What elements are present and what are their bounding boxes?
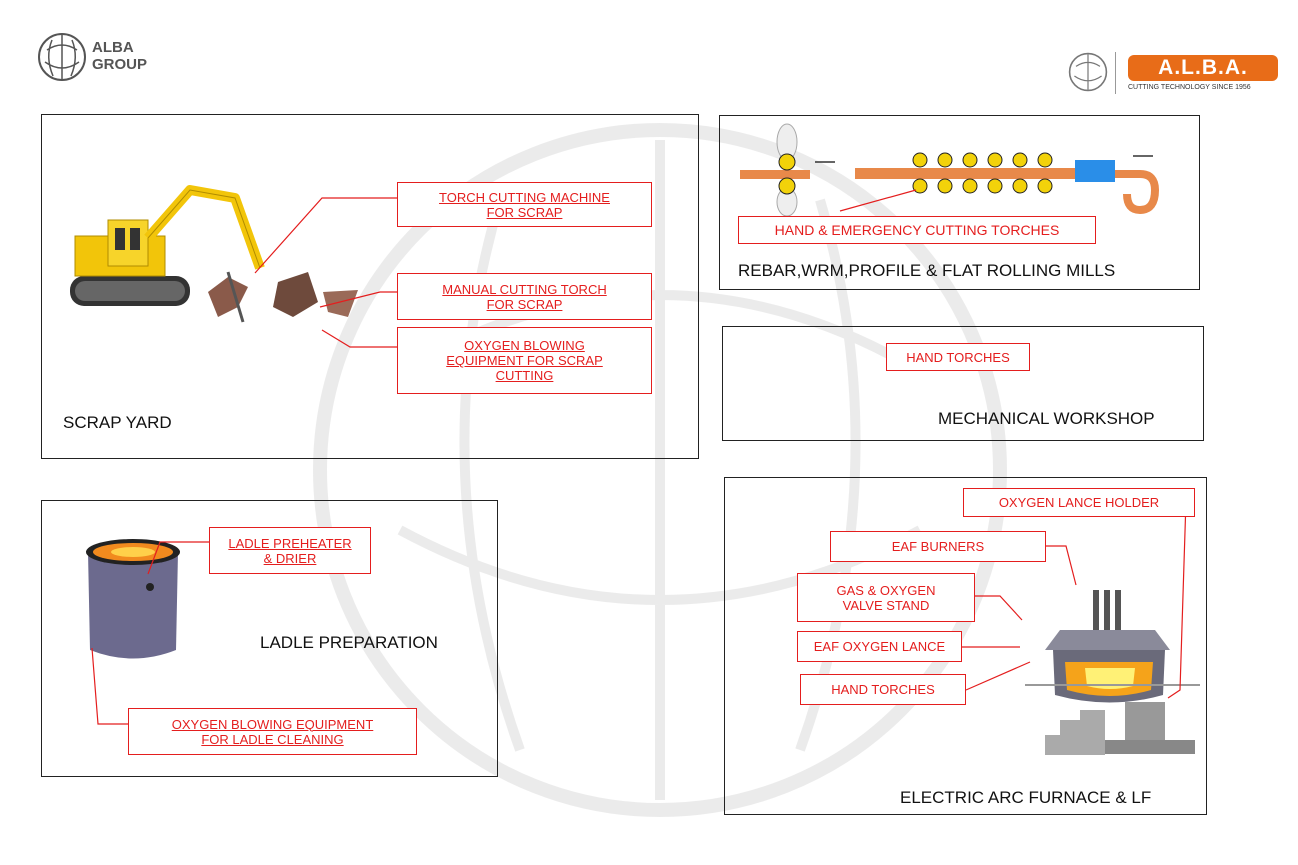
alba-globe-logo-icon [1068, 52, 1108, 92]
label-workshop-hand-torches: HAND TORCHES [886, 343, 1030, 371]
panel-rolling-mills [719, 115, 1200, 290]
scrap-pile-icon [208, 271, 358, 323]
caption-ladle-preparation: LADLE PREPARATION [260, 633, 438, 652]
caption-electric-arc-furnace: ELECTRIC ARC FURNACE & LF [900, 788, 1152, 807]
logo-divider [1115, 52, 1116, 94]
alba-badge: A.L.B.A. [1128, 55, 1278, 81]
left-logo-line1: ALBA [92, 39, 134, 56]
panel-electric-arc-furnace [724, 477, 1207, 815]
label-eaf-burners: EAF BURNERS [830, 531, 1046, 562]
ladle-icon [86, 539, 180, 659]
label-oxygen-lance-holder: OXYGEN LANCE HOLDER [963, 488, 1195, 517]
scrap-excavator-icon [70, 185, 265, 306]
caption-scrap-yard: SCRAP YARD [63, 413, 172, 432]
caption-rolling-mills: REBAR,WRM,PROFILE & FLAT ROLLING MILLS [738, 261, 1116, 280]
electric-arc-furnace-icon [1025, 590, 1200, 755]
alba-tagline: CUTTING TECHNOLOGY SINCE 1956 [1128, 84, 1251, 91]
panel-mechanical-workshop [722, 326, 1204, 441]
label-ladle-preheater: LADLE PREHEATER& DRIER [209, 527, 371, 574]
alba-group-logo-icon [38, 33, 86, 81]
label-eaf-hand-torches: HAND TORCHES [800, 674, 966, 705]
rolling-mill-line-icon [740, 123, 1160, 217]
watermark-globe-icon [313, 123, 1007, 817]
label-hand-emergency-torches: HAND & EMERGENCY CUTTING TORCHES [738, 216, 1096, 244]
panel-scrap-yard [41, 114, 699, 459]
panel-ladle-preparation [41, 500, 498, 777]
label-eaf-oxygen-lance: EAF OXYGEN LANCE [797, 631, 962, 662]
caption-mechanical-workshop: MECHANICAL WORKSHOP [938, 409, 1155, 428]
left-logo-line2: GROUP [92, 56, 148, 73]
